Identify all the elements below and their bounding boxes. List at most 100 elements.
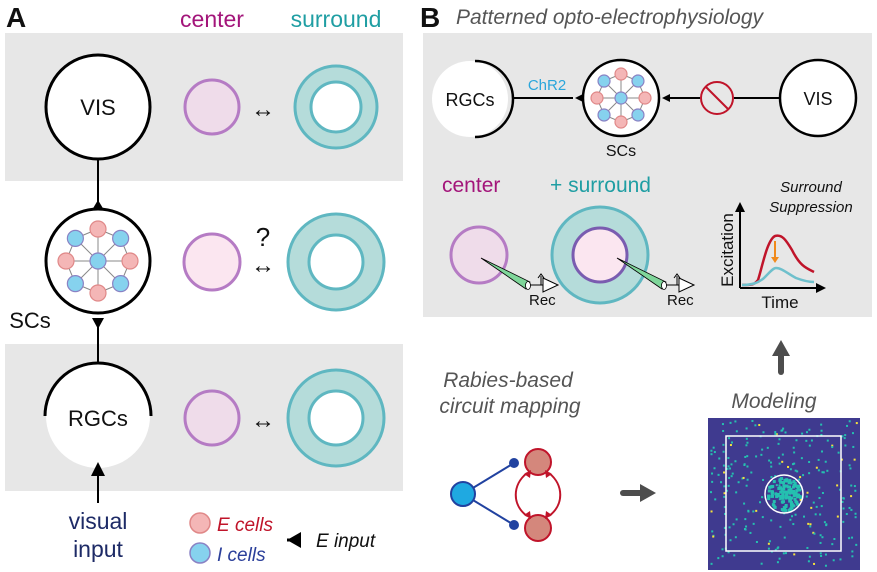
i-cell-node bbox=[597, 108, 611, 122]
activity-dot bbox=[755, 455, 758, 458]
activity-dot bbox=[782, 490, 786, 494]
activity-dot bbox=[784, 552, 787, 555]
activity-dot bbox=[792, 480, 796, 484]
activity-dot bbox=[762, 478, 765, 481]
activity-dot bbox=[848, 420, 851, 423]
activity-dot bbox=[760, 453, 763, 456]
activity-dot bbox=[793, 553, 796, 556]
activity-dot bbox=[809, 525, 812, 528]
activity-dot bbox=[714, 498, 717, 501]
surround-response-curve bbox=[741, 266, 815, 287]
activity-dot bbox=[784, 496, 788, 500]
activity-dot bbox=[798, 478, 801, 481]
activity-dot bbox=[746, 478, 749, 481]
e-cell-node bbox=[89, 284, 107, 302]
activity-dot bbox=[819, 513, 822, 516]
activity-dot bbox=[735, 430, 738, 433]
activity-dot bbox=[784, 431, 787, 434]
activity-dot bbox=[778, 462, 781, 465]
row-rgc: ↔ bbox=[183, 368, 386, 468]
activity-dot bbox=[751, 420, 754, 423]
activity-dot bbox=[839, 488, 842, 491]
activity-dot bbox=[723, 495, 726, 498]
activity-dot bbox=[831, 543, 834, 546]
activity-dot bbox=[728, 476, 731, 479]
activity-dot bbox=[813, 532, 816, 535]
activity-dot bbox=[833, 538, 836, 541]
activity-dot bbox=[783, 536, 786, 539]
activity-dot bbox=[770, 519, 773, 522]
electrode-icon bbox=[616, 257, 696, 293]
plot-title-1: Surround bbox=[780, 179, 842, 196]
activity-dot bbox=[777, 495, 780, 498]
activity-dot bbox=[722, 450, 725, 453]
activity-dot bbox=[796, 470, 799, 473]
center-boundary bbox=[764, 474, 804, 514]
visual-input-label-2: input bbox=[73, 536, 123, 562]
activity-dot bbox=[794, 491, 798, 495]
activity-dot bbox=[795, 485, 799, 489]
rec-label-2: Rec bbox=[667, 292, 694, 309]
activity-dot bbox=[817, 458, 820, 461]
activity-dot bbox=[849, 467, 852, 470]
activity-dot bbox=[821, 450, 824, 453]
activity-dot bbox=[844, 444, 847, 447]
activity-dot bbox=[723, 506, 726, 509]
activity-dot bbox=[710, 491, 713, 494]
activity-dot bbox=[826, 469, 829, 472]
activity-dot bbox=[772, 500, 776, 504]
visual-input-label-1: visual bbox=[69, 508, 128, 534]
activity-dot bbox=[822, 471, 825, 474]
activity-dot bbox=[824, 564, 827, 567]
activity-dot bbox=[824, 460, 827, 463]
relation-arrow: ↔ bbox=[251, 407, 275, 434]
activity-dot bbox=[743, 528, 746, 531]
activity-dot bbox=[734, 420, 737, 423]
activity-dot bbox=[808, 461, 811, 464]
activity-dot bbox=[758, 501, 761, 504]
up-arrow-icon bbox=[91, 462, 105, 476]
activity-dot bbox=[774, 433, 777, 436]
activity-dot bbox=[781, 460, 784, 463]
activity-dot bbox=[805, 431, 808, 434]
activity-dot bbox=[733, 554, 736, 557]
activity-dot bbox=[781, 500, 785, 504]
activity-dot bbox=[781, 496, 785, 500]
activity-dot bbox=[731, 472, 734, 475]
activity-dot bbox=[842, 507, 845, 510]
activity-dot bbox=[770, 494, 774, 498]
activity-dot bbox=[825, 524, 828, 527]
activity-dot bbox=[770, 475, 773, 478]
activity-dot bbox=[854, 489, 857, 492]
activity-dot bbox=[841, 500, 844, 503]
activity-dot bbox=[775, 495, 779, 499]
vis-node bbox=[44, 53, 152, 161]
block-icon bbox=[700, 81, 734, 115]
activity-dot bbox=[766, 494, 770, 498]
activity-dot bbox=[770, 490, 774, 494]
activity-dot bbox=[820, 429, 823, 432]
activity-dot bbox=[717, 557, 720, 560]
activity-dot bbox=[770, 465, 773, 468]
i-cell-node bbox=[66, 275, 84, 293]
activity-dot bbox=[767, 489, 771, 493]
activity-dot bbox=[767, 497, 771, 501]
chr2-label: ChR2 bbox=[528, 77, 566, 94]
i-cell-node bbox=[66, 229, 84, 247]
activity-dot bbox=[820, 423, 823, 426]
activity-dot bbox=[820, 554, 823, 557]
activity-dot bbox=[793, 497, 797, 501]
activity-dot bbox=[795, 439, 798, 442]
i-cell-node bbox=[614, 91, 628, 105]
activity-dot bbox=[831, 444, 834, 447]
activity-dot bbox=[836, 515, 839, 518]
activity-dot bbox=[850, 484, 853, 487]
activity-dot bbox=[722, 464, 725, 467]
e-cell-legend-icon bbox=[189, 512, 211, 534]
activity-dot bbox=[851, 432, 854, 435]
activity-dot bbox=[741, 477, 744, 480]
plot-xlabel: Time bbox=[761, 293, 798, 312]
activity-dot bbox=[792, 523, 795, 526]
activity-dot bbox=[767, 542, 770, 545]
